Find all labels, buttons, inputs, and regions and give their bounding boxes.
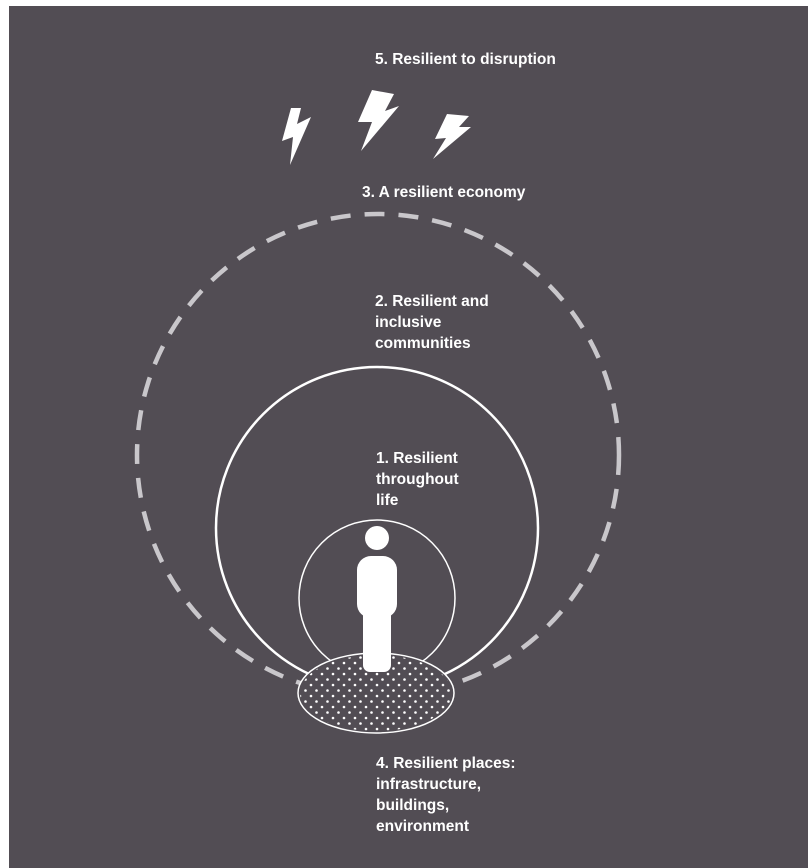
label-economy: 3. A resilient economy <box>362 184 526 201</box>
label-communities: 2. Resilient and inclusive communities <box>375 293 489 352</box>
label-life: 1. Resilient throughout life <box>376 450 459 509</box>
label-disruption: 5. Resilient to disruption <box>375 51 556 68</box>
label-places: 4. Resilient places: infrastructure, bui… <box>376 755 516 835</box>
lightning-bolt-icon <box>282 108 311 165</box>
person-icon <box>357 526 397 672</box>
lightning-bolt-icon <box>433 114 471 159</box>
lightning-bolt-icon <box>358 90 399 151</box>
places-ground <box>297 652 455 734</box>
